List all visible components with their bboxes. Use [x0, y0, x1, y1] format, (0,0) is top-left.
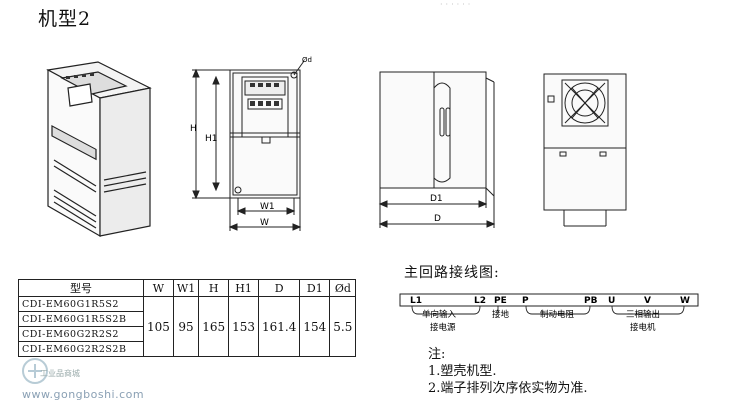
dim-w1-label: W1	[260, 202, 275, 212]
rear-view-drawing	[543, 73, 627, 227]
col-header-w1: W1	[172, 279, 200, 297]
terminal-u: U	[608, 296, 615, 306]
dim-hole-label: Ød	[302, 56, 312, 64]
table-row: CDI-EM60G2R2S2B	[18, 341, 356, 357]
col-header-h: H	[198, 279, 230, 297]
col-header-d1: D1	[299, 279, 331, 297]
value-hole: 5.5	[329, 296, 357, 357]
dim-w-label: W	[260, 218, 269, 228]
notes-heading: 注:	[428, 347, 446, 362]
value-h: 165	[198, 296, 230, 357]
value-w: 105	[143, 296, 174, 357]
front-view-drawing: H H1 W1 W Ød	[190, 56, 312, 231]
dim-h1-label: H1	[205, 134, 218, 144]
note-item: 1.塑壳机型.	[428, 364, 497, 379]
dim-d1-label: D1	[430, 194, 443, 204]
side-view-drawing: D1 D	[378, 71, 496, 228]
isometric-view-drawing	[46, 61, 152, 238]
label-motor: 接电机	[630, 322, 656, 333]
model-cell: CDI-EM60G2R2S2B	[18, 341, 144, 357]
value-h1: 153	[228, 296, 260, 357]
notes-block: 注: 1.塑壳机型. 2.端子排列次序依实物为准.	[428, 346, 588, 397]
col-header-d: D	[258, 279, 301, 297]
table-header-row: 型号 W W1 H H1 D D1 Ød	[18, 279, 357, 297]
model-cell: CDI-EM60G2R2S2	[18, 326, 144, 342]
value-w1: 95	[172, 296, 200, 357]
watermark-text: 工业品商城	[40, 369, 80, 378]
spec-table: 型号 W W1 H H1 D D1 Ød CDI-EM60G1R5S2 105 …	[18, 279, 357, 357]
label-single-input: 单向输入	[422, 309, 457, 320]
value-d1: 154	[299, 296, 331, 357]
watermark-logo-icon	[22, 358, 48, 384]
value-d: 161.4	[258, 296, 301, 357]
watermark-url: www.gongboshi.com	[22, 388, 145, 401]
model-cell: CDI-EM60G1R5S2B	[18, 311, 144, 327]
label-three-phase-output: 三相输出	[626, 309, 660, 320]
note-item: 2.端子排列次序依实物为准.	[428, 381, 588, 396]
terminal-v: V	[644, 296, 651, 306]
terminal-w: W	[680, 296, 690, 306]
wiring-title: 主回路接线图:	[404, 265, 500, 281]
terminal-pe: PE	[494, 296, 507, 306]
terminal-l1: L1	[410, 296, 422, 306]
terminal-pb: PB	[584, 296, 598, 306]
model-cell: CDI-EM60G1R5S2	[18, 296, 144, 312]
dim-d-label: D	[434, 214, 441, 224]
page-title: 机型2	[38, 8, 92, 30]
col-header-hole: Ød	[329, 279, 357, 297]
table-row: CDI-EM60G1R5S2 105 95 165 153 161.4 154 …	[18, 296, 357, 357]
label-power-supply: 接电源	[430, 322, 456, 333]
col-header-model: 型号	[18, 279, 144, 297]
col-header-w: W	[143, 279, 174, 297]
label-brake-resistor: 制动电阻	[540, 309, 575, 320]
terminal-block-diagram: L1 L2 PE P PB U V W 单向输入 接电源 接地 制动电阻 三相输…	[399, 293, 699, 333]
faded-header-text: ······	[440, 0, 474, 9]
label-ground: 接地	[492, 309, 510, 320]
terminal-l2: L2	[474, 296, 486, 306]
dim-h-label: H	[190, 124, 197, 134]
terminal-p: P	[522, 296, 529, 306]
col-header-h1: H1	[228, 279, 260, 297]
